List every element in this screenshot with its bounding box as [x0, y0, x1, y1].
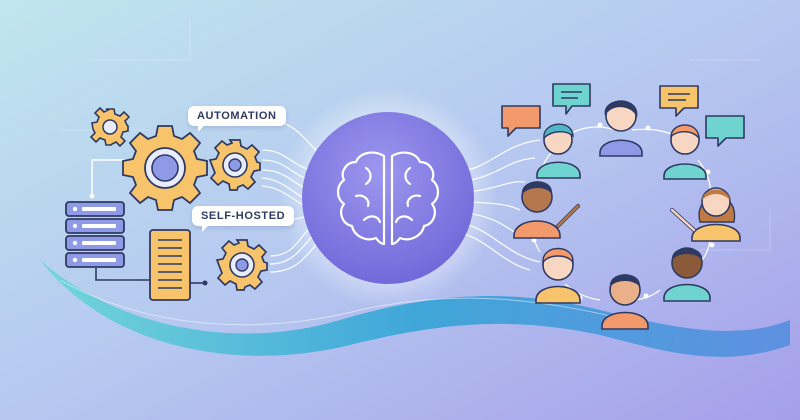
chat-bubble-icon-1	[501, 105, 541, 137]
brain-icon	[336, 151, 440, 246]
chat-bubble-icon-2	[552, 83, 591, 115]
person-icon-7	[601, 274, 649, 330]
ai-orb	[302, 112, 474, 284]
gear-icon-medium-bottom	[215, 239, 268, 291]
person-icon-2	[599, 100, 643, 157]
automation-label: AUTOMATION	[188, 106, 286, 132]
person-icon-6	[535, 247, 581, 304]
gear-icon-large	[122, 125, 208, 211]
person-icon-3	[663, 124, 707, 180]
gear-icon-small-top	[89, 106, 131, 148]
server-rack-icon	[65, 159, 150, 281]
gear-icon-medium-top	[208, 139, 261, 191]
chat-bubble-icon-3	[659, 85, 699, 117]
self-hosted-label: SELF-HOSTED	[192, 206, 295, 232]
chat-bubble-icon-4	[705, 115, 745, 147]
person-icon-8	[663, 247, 711, 302]
person-icon-4	[513, 181, 580, 239]
person-icon-1	[536, 123, 581, 179]
person-icon-5	[670, 187, 741, 242]
server-tower-icon	[149, 229, 208, 301]
